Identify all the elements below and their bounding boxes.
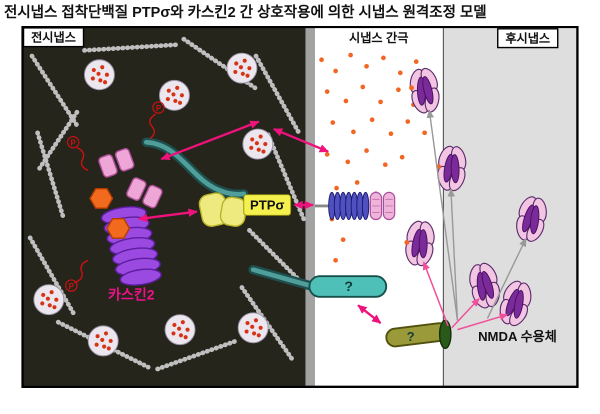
phospho-label: P <box>156 104 162 113</box>
figure-title: 전시냅스 접착단백질 PTPσ와 카스킨2 간 상호작용에 의한 시냅스 원격조… <box>4 5 487 21</box>
figure-border <box>21 26 579 388</box>
pink-domain-pair <box>98 148 163 209</box>
synaptic-vesicle <box>242 128 274 160</box>
diagram-canvas: 카스킨2 P P P <box>21 26 579 388</box>
ptpsigma-protein <box>198 192 248 227</box>
synaptic-vesicle <box>164 314 196 346</box>
nmda-label: NMDA 수용체 <box>478 329 557 344</box>
ptpsigma-label-box <box>243 194 292 216</box>
synaptic-vesicle <box>226 52 258 84</box>
synaptic-vesicle <box>83 59 115 91</box>
actin-filament <box>155 338 239 372</box>
transsynaptic-receptor <box>314 191 396 221</box>
actin-filament <box>82 42 179 53</box>
phospho-label: P <box>71 138 77 147</box>
presynapse-label: 전시냅스 <box>31 29 76 44</box>
hexagon-domain <box>106 217 131 239</box>
phospho-label: P <box>69 282 75 291</box>
ligand-dot <box>404 240 410 245</box>
unknown-teal-receptor <box>308 275 388 298</box>
gray-arrows <box>426 109 527 321</box>
ligand-dot <box>409 85 414 91</box>
actin-filament <box>35 130 67 222</box>
postsynapse-label-box <box>497 28 559 49</box>
synaptic-vesicle <box>237 312 269 344</box>
postsynapse-label: 후시냅스 <box>505 30 550 45</box>
presynaptic-membrane <box>305 27 315 386</box>
phospho-marks <box>65 101 165 292</box>
actin-filament <box>29 53 80 128</box>
actin-filament <box>37 109 80 171</box>
synaptic-vesicle <box>33 284 65 316</box>
neurotransmitter-dots <box>319 52 432 263</box>
synaptic-vesicle <box>87 325 119 357</box>
caskin2-label: 카스킨2 <box>108 287 155 303</box>
hexagon-domains <box>89 187 131 239</box>
unknown-teal-question: ? <box>344 278 353 294</box>
actin-filament <box>247 227 301 282</box>
actin-filament <box>253 53 303 138</box>
postsynapse-panel <box>443 27 578 386</box>
ptpsigma-label: PTPσ <box>250 198 284 213</box>
membrane-anchor <box>438 319 452 350</box>
hexagon-domain <box>89 187 114 209</box>
interaction-arrows <box>137 120 382 325</box>
cleft-label: 시냅스 간극 <box>349 30 408 45</box>
unknown-olive-question: ? <box>407 329 415 344</box>
pink-arrows <box>422 261 509 331</box>
actin-filament <box>27 235 76 316</box>
